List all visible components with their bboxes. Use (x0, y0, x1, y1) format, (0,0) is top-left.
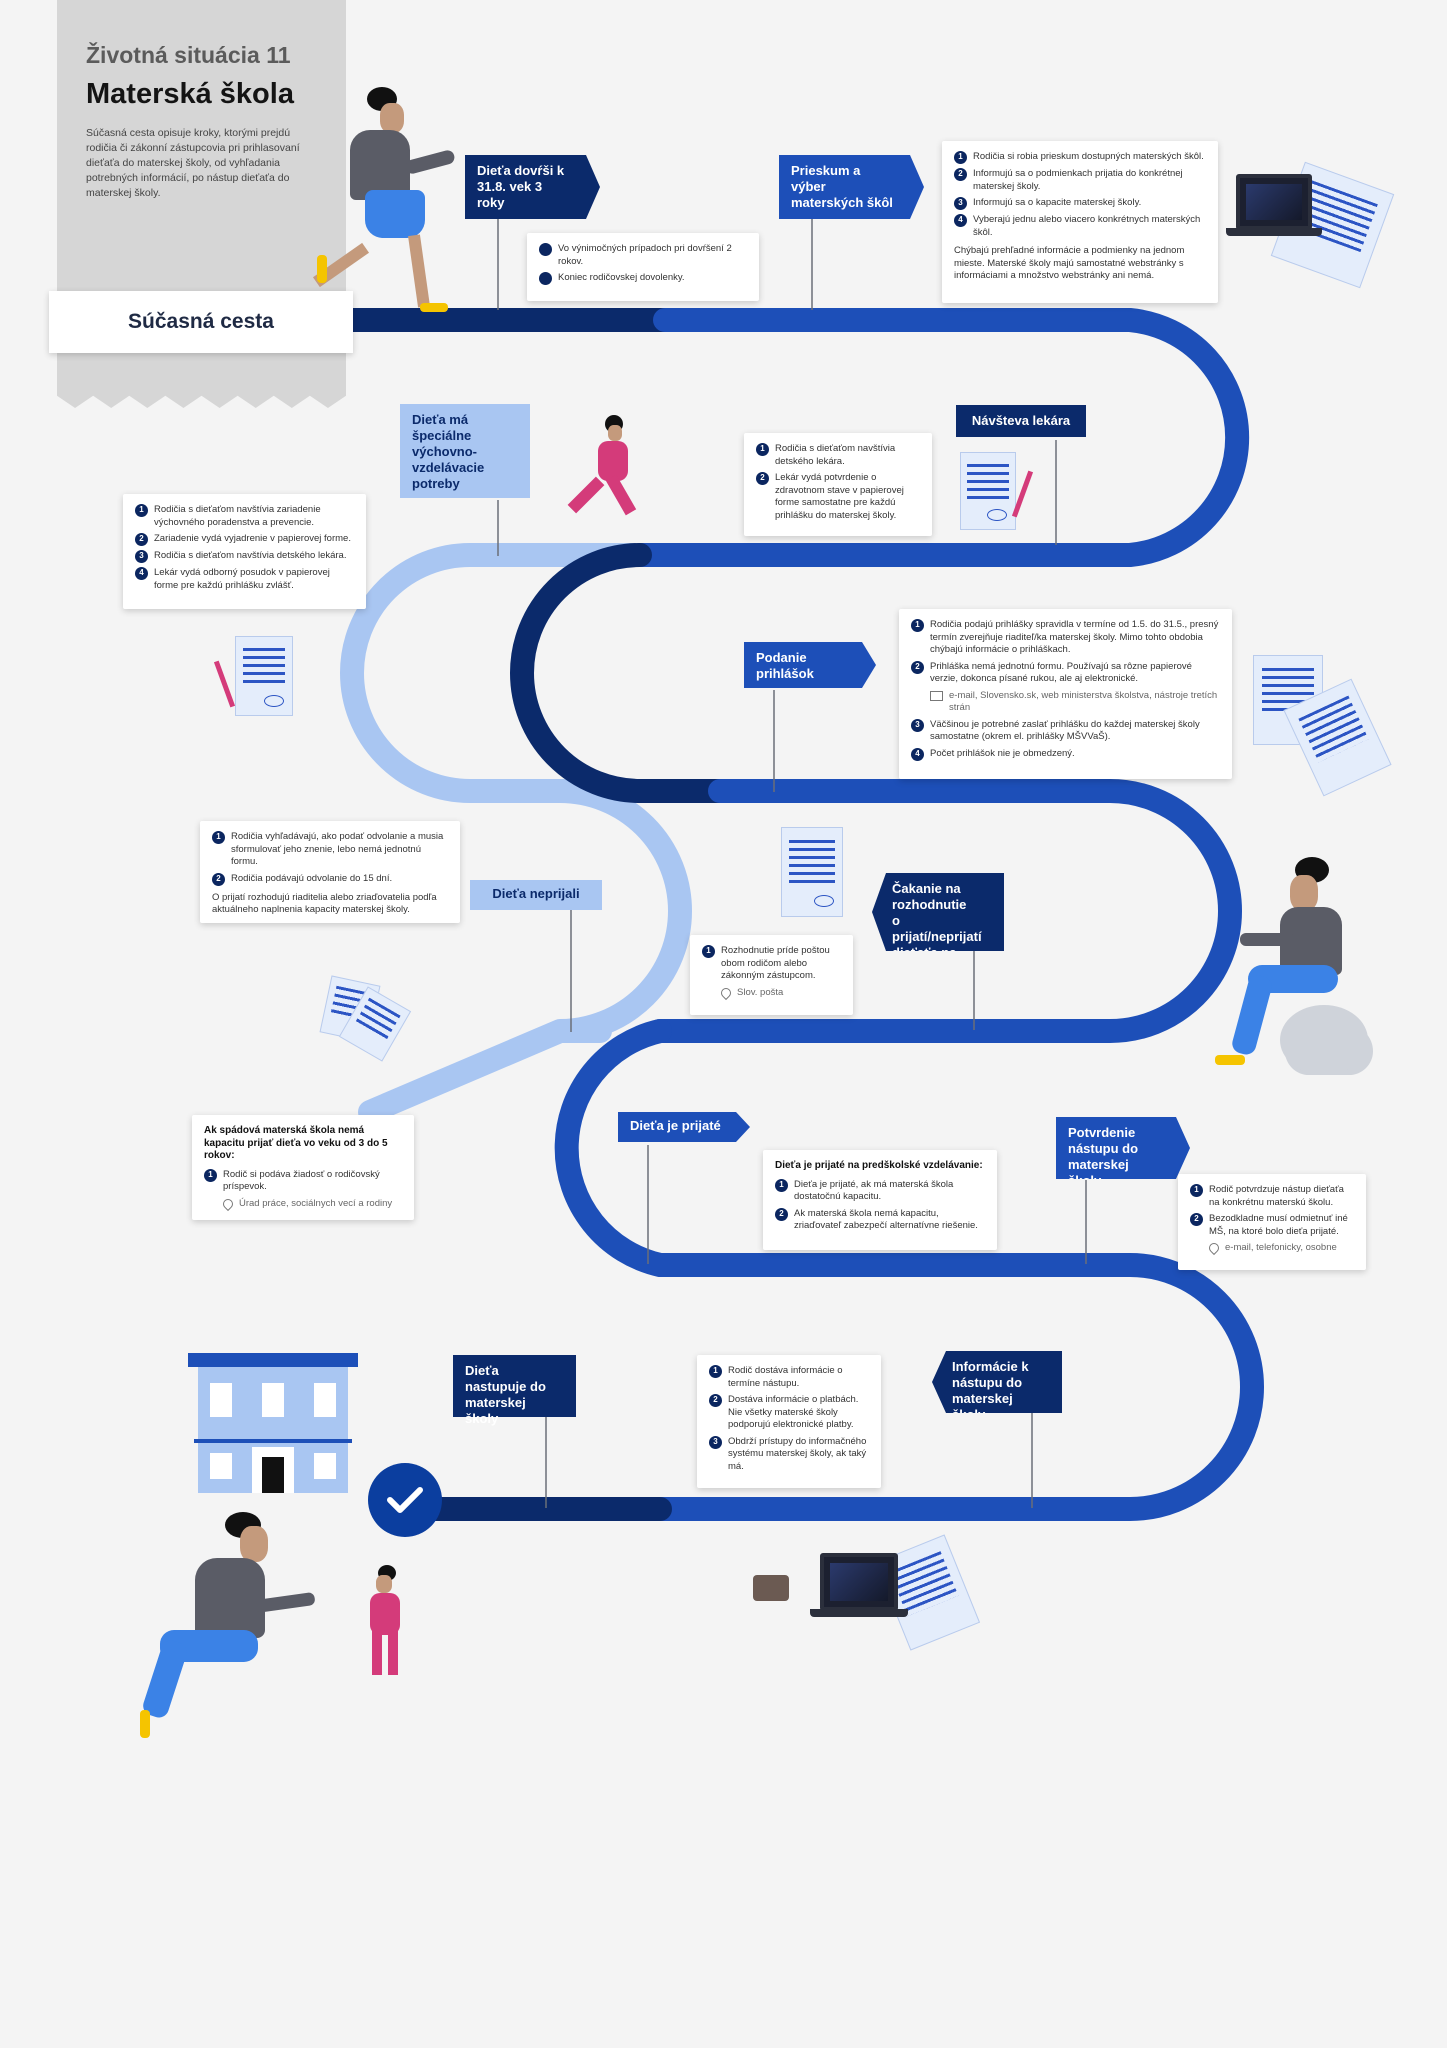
step-card-parental-allowance: Ak spádová materská škola nemá kapacitu … (192, 1115, 414, 1220)
step-flag-not-admitted: Dieťa neprijali (470, 880, 602, 910)
parent-walking-illustration (305, 85, 465, 315)
road-segment-4 (648, 779, 1242, 1043)
wallet-icon (753, 1575, 789, 1601)
location-pin-icon (718, 985, 734, 1000)
mail-icon (930, 690, 943, 701)
page-title: Materská škola (86, 78, 294, 110)
parent-kneeling-illustration (140, 1510, 330, 1740)
step-flag-child-starts: Dieťa nastupuje do materskej školy (453, 1355, 576, 1426)
step-flag-confirm-start: Potvrdenie nástupu do materskej školy (1056, 1117, 1190, 1179)
road-not-admitted-branch (548, 779, 692, 1043)
child-standing-illustration (350, 1565, 420, 1685)
road-segment-5 (554, 1019, 1264, 1521)
step-flag-admitted: Dieťa je prijaté (618, 1112, 750, 1142)
location-pin-icon (1206, 1240, 1222, 1256)
laptop-icon (820, 1553, 898, 1611)
school-building-icon (188, 1353, 358, 1493)
expert-opinion-icon (235, 636, 293, 716)
road-special-needs-branch (340, 543, 682, 803)
location-pin-icon (220, 1196, 236, 1211)
intro-text: Súčasná cesta opisuje kroky, ktorými pre… (86, 127, 300, 199)
medical-form-icon (960, 452, 1016, 530)
check-circle-icon (368, 1463, 442, 1537)
step-flag-research: Prieskum a výber materských škôl (779, 155, 924, 219)
parent-waiting-illustration (1210, 855, 1380, 1075)
bullet-icon (539, 243, 552, 256)
page-kicker: Životná situácia 11 (86, 42, 291, 68)
child-running-illustration (560, 415, 650, 525)
road-segment-2 (628, 308, 1250, 567)
step-flag-waiting-decision: Čakanie na rozhodnutie o prijatí/neprija… (872, 873, 1004, 951)
bullet-icon (539, 272, 552, 285)
laptop-icon (1236, 174, 1312, 230)
step-card-admitted: Dieťa je prijaté na predškolské vzdeláva… (763, 1150, 997, 1250)
step-flag-start-info: Informácie k nástupu do materskej školy (932, 1351, 1062, 1413)
current-path-label: Súčasná cesta (49, 291, 353, 353)
road-segment-3 (510, 543, 732, 803)
decision-letter-icon (781, 827, 843, 917)
step-flag-special-needs: Dieťa má špeciálne výchovno-vzdelávacie … (400, 404, 530, 498)
step-flag-applications: Podanie prihlášok (744, 642, 876, 688)
step-flag-doctor-visit: Návšteva lekára (956, 405, 1086, 437)
step-flag-child-turns-3: Dieťa dovŕši k 31.8. vek 3 roky (465, 155, 600, 219)
road-parental-allowance-branch (358, 1019, 572, 1124)
step-card-child-turns-3: Vo výnimočných prípadoch pri dovŕšení 2 … (527, 233, 759, 301)
